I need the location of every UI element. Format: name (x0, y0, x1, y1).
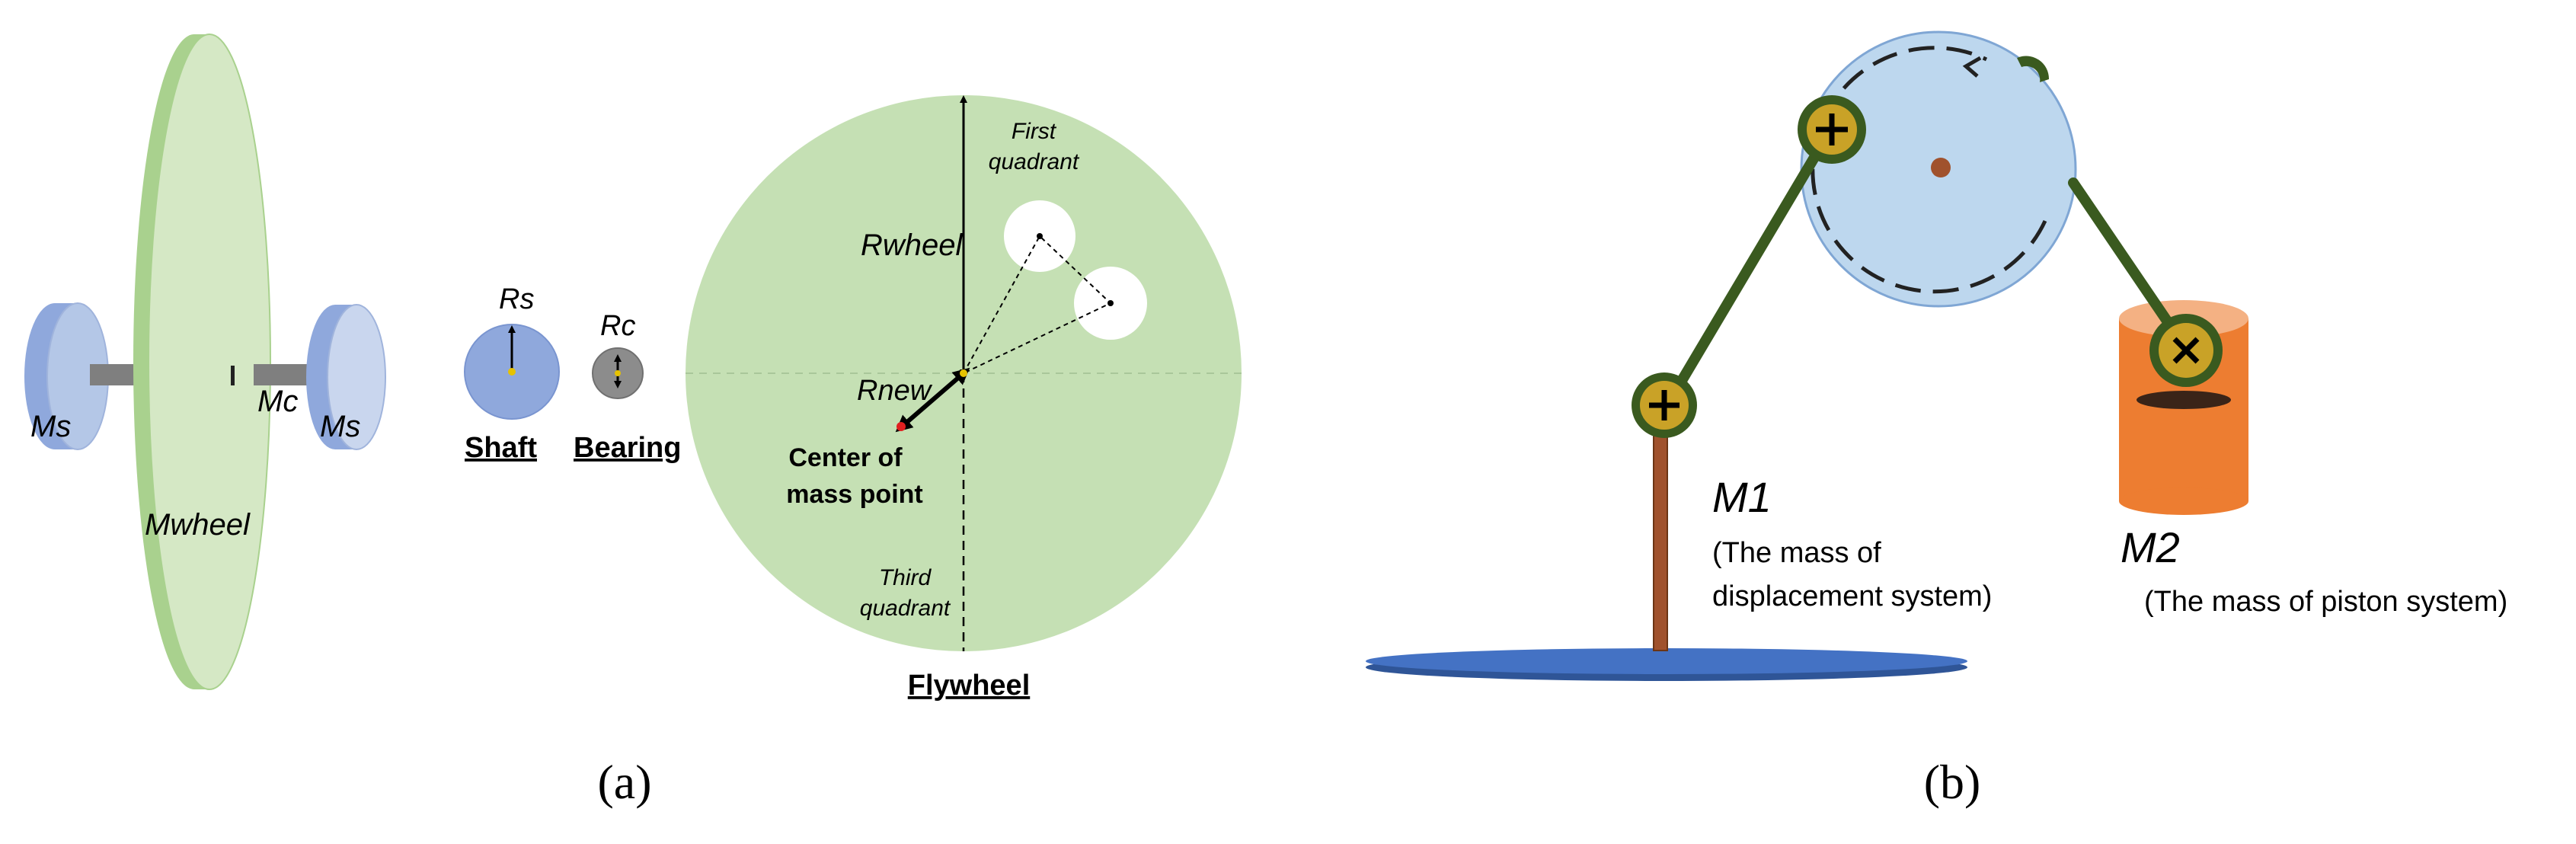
top-link-clip (2017, 56, 2050, 82)
rs-label: Rs (499, 283, 534, 315)
base-platform (1366, 648, 1967, 681)
rc-label: Rc (600, 310, 635, 342)
flywheel-label: Flywheel (908, 670, 1031, 702)
bearing-center-dot (615, 370, 621, 376)
m1-desc-2: displacement system) (1712, 580, 1992, 612)
right-mass-cylinder (306, 304, 386, 450)
third-quadrant-label-1: Third (879, 565, 932, 590)
shaft-center-dot (508, 368, 516, 376)
rwheel-label: Rwheel (861, 229, 964, 262)
wheel-center-dot (960, 369, 967, 377)
left-connecting-rod (1660, 123, 1837, 413)
m1-desc-1: (The mass of (1712, 537, 1881, 569)
center-of-mass-label-2: mass point (786, 480, 922, 509)
rotation-dashed-arc (1811, 46, 2047, 294)
panel-a: Ms Mc Ms Mwheel Rs Shaft Rc Bearing (24, 34, 1242, 809)
mc-label: Mc (257, 385, 298, 418)
third-quadrant-label-2: quadrant (860, 596, 951, 621)
joint-piston (2149, 314, 2223, 387)
bearing-cross-section (592, 347, 644, 399)
m2-desc: (The mass of piston system) (2144, 586, 2507, 618)
rnew-arrow (895, 367, 970, 433)
ms-right-label: Ms (320, 410, 360, 443)
crank-wheel (1800, 30, 2077, 308)
caption-b: (b) (1924, 755, 1981, 809)
rotation-arrowhead (1962, 56, 1982, 78)
caption-a: (a) (597, 755, 651, 809)
center-of-mass-label-1: Center of (788, 443, 903, 472)
displacer-rod (1653, 426, 1668, 651)
mwheel-label: Mwheel (145, 508, 251, 542)
first-quadrant-label-1: First (1012, 119, 1057, 144)
joint-crank (1798, 95, 1866, 164)
hole-1-center (1037, 233, 1043, 239)
piston-top (2137, 391, 2231, 409)
panel-b: M1 (The mass of displacement system) M2 … (1366, 30, 2507, 809)
bearing-label: Bearing (574, 432, 681, 464)
cross-icon-b (2172, 337, 2200, 364)
joint-displacer (1632, 372, 1697, 438)
m2-label: M2 (2121, 523, 2180, 571)
ms-left-label: Ms (30, 410, 71, 443)
left-mass-cylinder (24, 302, 109, 450)
crank-center-dot (1931, 158, 1951, 177)
m1-label: M1 (1712, 473, 1772, 521)
rnew-label: Rnew (857, 375, 933, 407)
hole-triangle (963, 235, 1112, 374)
shaft-label: Shaft (465, 432, 537, 464)
hole-2-center (1107, 300, 1114, 306)
flywheel-front-view (686, 95, 1242, 651)
center-of-mass-dot (896, 422, 906, 431)
flywheel-side-view (133, 34, 271, 690)
bearing-hole (231, 366, 235, 385)
shaft-cross-section (464, 324, 560, 420)
first-quadrant-label-2: quadrant (989, 149, 1080, 174)
